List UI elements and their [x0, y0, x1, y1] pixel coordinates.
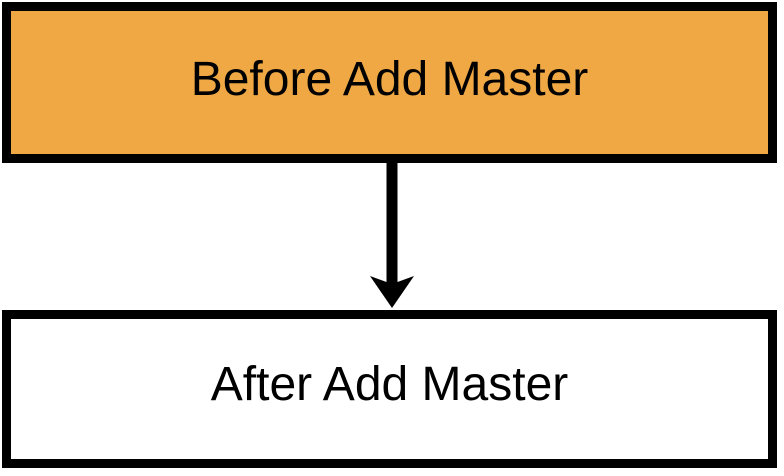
node-after-add-master-label: After Add Master [210, 358, 569, 411]
node-before-add-master-label: Before Add Master [190, 52, 589, 106]
node-after-add-master[interactable]: After Add Master [2, 310, 777, 468]
edge-before-to-after-arrow [360, 158, 424, 316]
node-before-add-master[interactable]: Before Add Master [2, 2, 777, 163]
arrow-down-icon [370, 158, 414, 308]
arrow-shaft [386, 158, 398, 280]
arrow-head [370, 276, 414, 308]
